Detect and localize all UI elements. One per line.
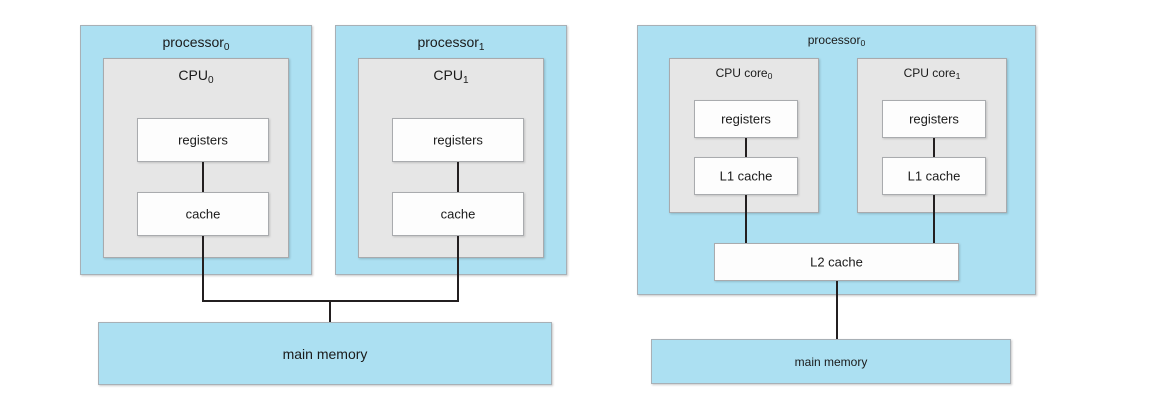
cpu-core-0-l1-cache-box: L1 cache [694, 157, 798, 195]
cpu-core-1-registers-label: registers [909, 111, 959, 127]
connector-core1-l1-to-l2 [933, 195, 935, 245]
processor-1-registers-label: registers [433, 132, 483, 148]
connector-core0-l1-to-l2 [745, 195, 747, 245]
l2-cache-label: L2 cache [810, 254, 863, 270]
processor-1-cache-box: cache [392, 192, 524, 236]
cpu-core-1-label: CPU core1 [903, 66, 961, 82]
cpu-core-0-l1-cache-label: L1 cache [719, 168, 773, 184]
processor-1-registers-box: registers [392, 118, 524, 162]
processor-0-label: processor0 [162, 34, 230, 53]
cpu-core-1-l1-cache-box: L1 cache [882, 157, 986, 195]
main-memory-box-right: main memory [651, 339, 1011, 384]
main-memory-label-left: main memory [282, 345, 368, 362]
connector-l2-to-main-memory [836, 281, 838, 341]
main-memory-box-left: main memory [98, 322, 552, 385]
cpu-core-0-label: CPU core0 [715, 66, 773, 82]
processor-0-cache-label: cache [185, 206, 221, 222]
cpu-1-label: CPU1 [433, 67, 469, 86]
multicore-processor-label: processor0 [807, 33, 866, 49]
cpu-core-1-registers-box: registers [882, 100, 986, 138]
processor-1-cache-label: cache [440, 206, 476, 222]
cpu-core-0-registers-label: registers [721, 111, 771, 127]
l2-cache-box: L2 cache [714, 243, 959, 281]
cpu-0-label: CPU0 [178, 67, 214, 86]
main-memory-label-right: main memory [794, 354, 868, 369]
connector-p1-registers-to-cache [457, 162, 459, 192]
connector-core0-registers-to-l1 [745, 138, 747, 157]
processor-0-cache-box: cache [137, 192, 269, 236]
cpu-core-1-l1-cache-label: L1 cache [907, 168, 961, 184]
connector-p1-cache-to-bus [457, 236, 459, 302]
processor-1-label: processor1 [417, 34, 485, 53]
connector-core1-registers-to-l1 [933, 138, 935, 157]
connector-p0-cache-to-bus [202, 236, 204, 302]
connector-bus-to-main-memory-left [329, 300, 331, 324]
processor-0-registers-label: registers [178, 132, 228, 148]
cpu-core-0-registers-box: registers [694, 100, 798, 138]
processor-0-registers-box: registers [137, 118, 269, 162]
connector-p0-registers-to-cache [202, 162, 204, 192]
